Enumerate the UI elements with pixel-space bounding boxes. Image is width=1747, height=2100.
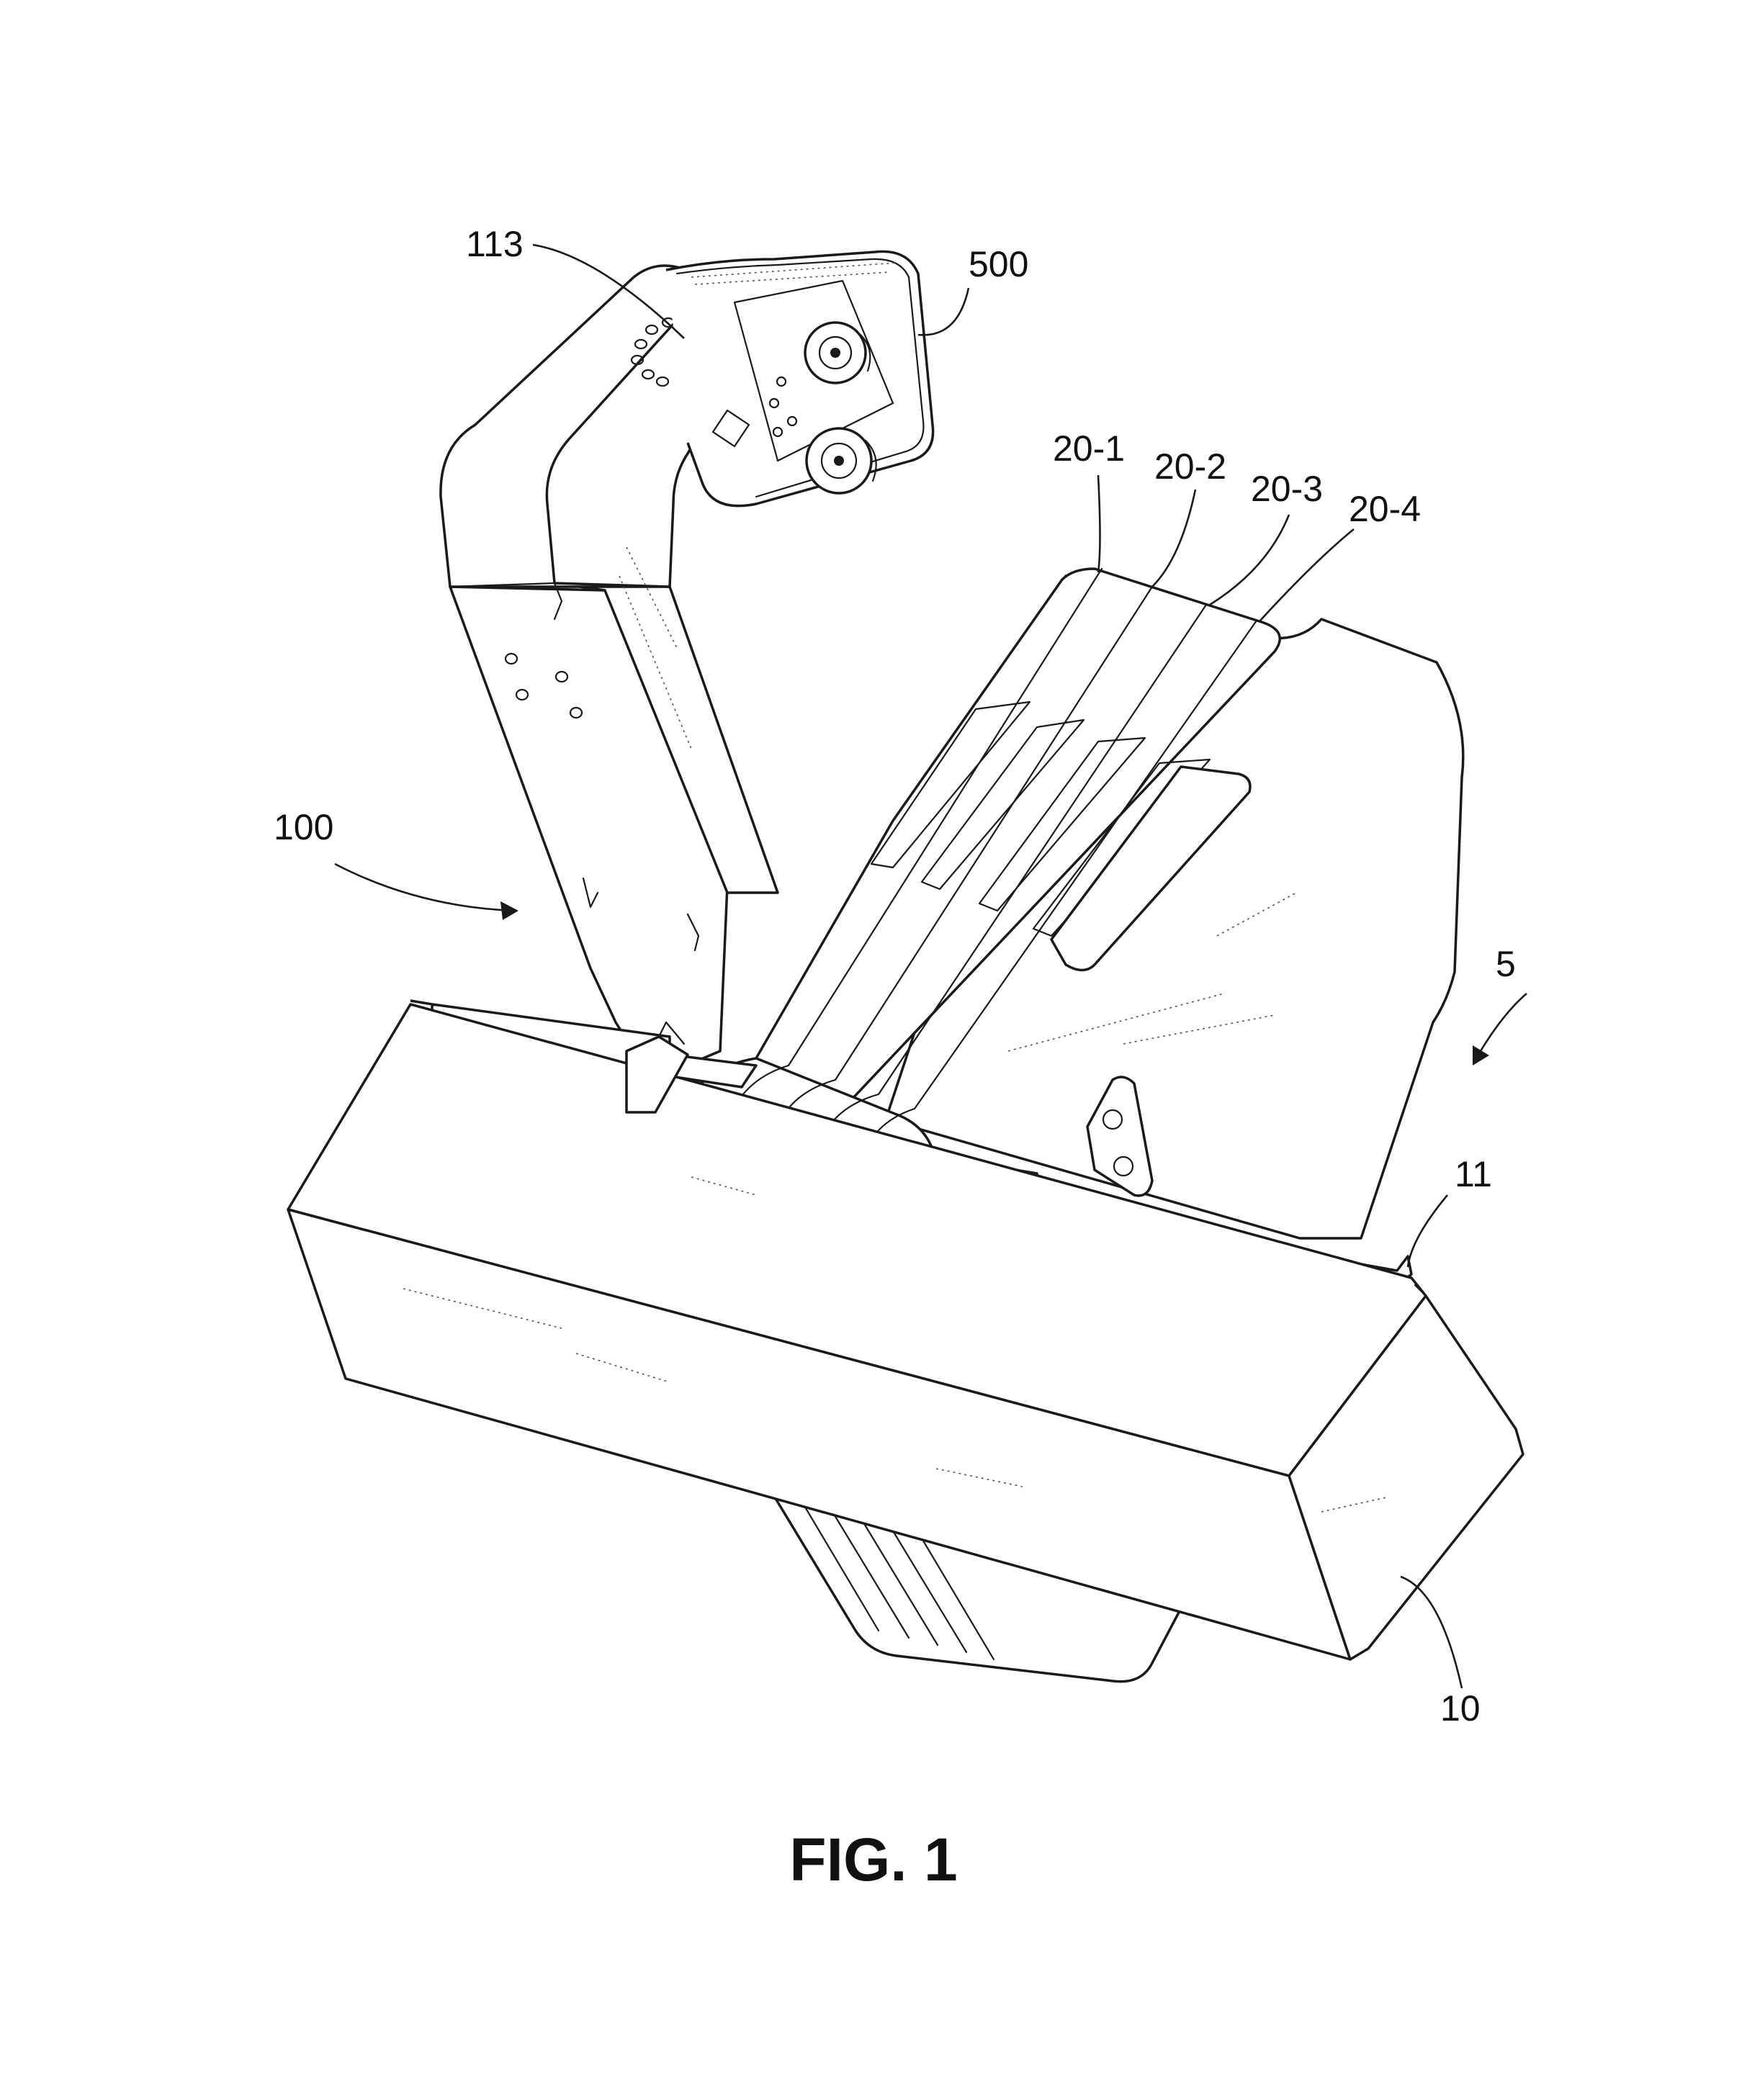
beam — [287, 999, 1524, 1661]
reference-arrows — [334, 862, 1527, 1065]
label-20-3: 20-3 — [1251, 469, 1323, 509]
leader-lines — [532, 243, 1463, 1689]
roller-lower — [805, 427, 877, 495]
figure-caption: FIG. 1 — [789, 1826, 957, 1893]
label-113: 113 — [466, 224, 524, 264]
label-500: 500 — [969, 244, 1028, 284]
label-100: 100 — [274, 807, 333, 847]
roller-upper — [804, 321, 871, 384]
core-handles — [870, 700, 1252, 972]
label-20-4: 20-4 — [1349, 489, 1421, 529]
mounting-tab — [1086, 1076, 1154, 1197]
label-5: 5 — [1496, 944, 1516, 984]
reference-numerals: 113 500 20-1 20-2 20-3 20-4 100 5 11 10 — [274, 224, 1516, 1729]
clamp-head — [665, 250, 935, 508]
label-10: 10 — [1440, 1688, 1481, 1729]
label-11: 11 — [1455, 1154, 1492, 1194]
label-20-2: 20-2 — [1154, 446, 1226, 487]
lower-core-stack — [769, 1489, 1190, 1683]
label-20-1: 20-1 — [1053, 428, 1125, 469]
